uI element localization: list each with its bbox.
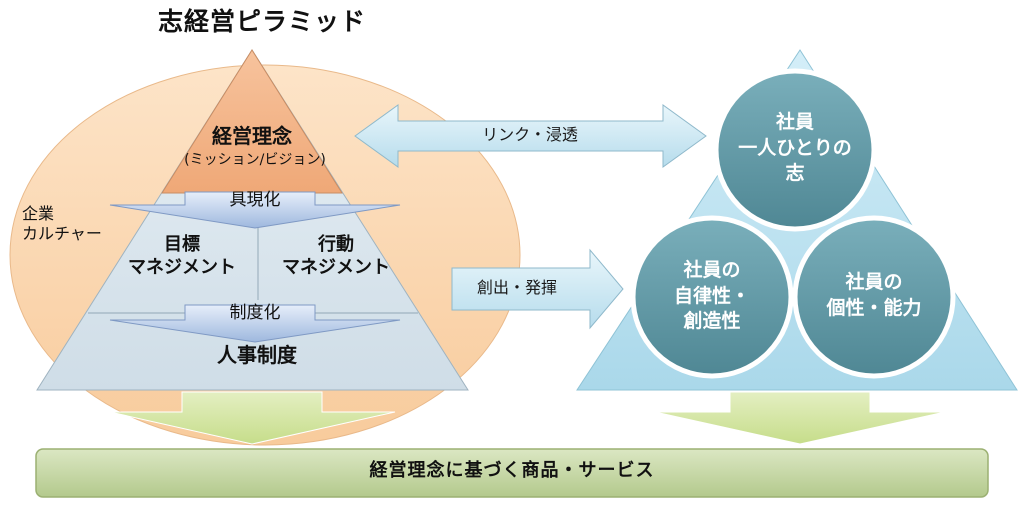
circle-bottom-left-text: 社員の 自律性・ 創造性 (642, 258, 782, 335)
circle-bottom-left (630, 215, 794, 379)
left-mid-line2: マネジメント (128, 256, 236, 278)
circle-top-line1: 社員 (775, 111, 814, 133)
bottom-band (35, 448, 989, 498)
create-arrow-label: 創出・発揮 (476, 278, 557, 297)
circle-top-text: 社員 一人ひとりの 志 (725, 110, 865, 187)
right-mid-label: 行動 マネジメント (266, 234, 406, 279)
link-arrow-label: リンク・浸透 (482, 125, 578, 144)
right-mid-line1: 行動 (318, 234, 354, 255)
bottom-band-label: 経営理念に基づく商品・サービス (369, 460, 655, 481)
circle-bl-line1: 社員の (683, 259, 741, 281)
circle-bottom-right-text: 社員の 個性・能力 (804, 270, 944, 321)
circle-br-line1: 社員の (845, 271, 903, 293)
create-right-arrow (451, 248, 624, 330)
chevron-arrow-2 (109, 304, 401, 343)
circle-bl-line3: 創造性 (683, 310, 741, 333)
culture-label-line1: 企業 (22, 204, 55, 223)
culture-label: 企業 カルチャー (22, 204, 102, 244)
chevron-arrow-1 (109, 191, 401, 229)
chevron-1-label: 具現化 (229, 190, 281, 210)
circle-top (713, 68, 877, 232)
pyramid-top-sublabel: (ミッション/ビジョン) (184, 152, 326, 168)
pyramid-top-label: 経営理念 (212, 124, 292, 148)
left-mid-line1: 目標 (164, 234, 200, 255)
link-double-arrow (354, 104, 707, 168)
right-mid-line2: マネジメント (282, 256, 390, 278)
left-mid-label: 目標 マネジメント (112, 234, 252, 279)
culture-label-line2: カルチャー (22, 224, 102, 243)
green-down-arrow-left (109, 391, 396, 445)
circle-bl-line2: 自律性・ (673, 284, 750, 307)
green-down-arrow-right (654, 391, 946, 445)
pyramid-bottom-label: 人事制度 (217, 343, 297, 367)
circle-top-line3: 志 (785, 162, 805, 185)
chevron-2-label: 制度化 (229, 303, 281, 323)
circle-bottom-right (792, 215, 956, 379)
circle-br-line2: 個性・能力 (826, 296, 922, 319)
diagram-title: 志経営ピラミッド (157, 7, 366, 36)
circle-top-line2: 一人ひとりの (738, 136, 852, 159)
